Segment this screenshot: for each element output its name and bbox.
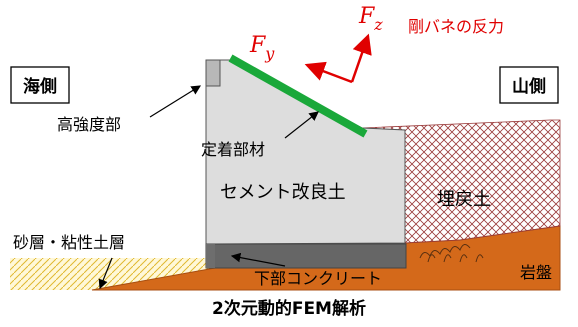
diagram-title: 2次元動的FEM解析 (212, 298, 366, 319)
lower-concrete-label: 下部コンクリート (254, 269, 382, 288)
anchor-member (228, 54, 368, 138)
mountain-side-label: 山側 (512, 76, 546, 97)
lower-concrete (205, 243, 407, 269)
high-strength-label: 高強度部 (57, 115, 121, 134)
sand-clay-layer-label: 砂層・粘性土層 (13, 233, 125, 252)
sand-clay-layer-hatch (10, 258, 215, 290)
lower-concrete-edge (206, 244, 215, 268)
mountain-side-box (499, 66, 559, 104)
backfill-label: 埋戻土 (437, 189, 491, 210)
sea-side-label: 海側 (23, 76, 57, 97)
fy-symbol: Fy (249, 33, 275, 63)
high-strength-part (205, 59, 221, 87)
fz-symbol: Fz (358, 4, 383, 34)
spring-reaction-label: 剛バネの反力 (408, 17, 504, 36)
sea-side-box (10, 66, 70, 104)
anchor-member-label: 定着部材 (201, 140, 265, 159)
bedrock-label: 岩盤 (520, 263, 552, 282)
bedrock-texture (419, 244, 484, 263)
force-arrows (304, 33, 372, 84)
cement-improved-soil-label: セメント改良土 (220, 182, 346, 203)
leader-arrows (98, 85, 319, 290)
